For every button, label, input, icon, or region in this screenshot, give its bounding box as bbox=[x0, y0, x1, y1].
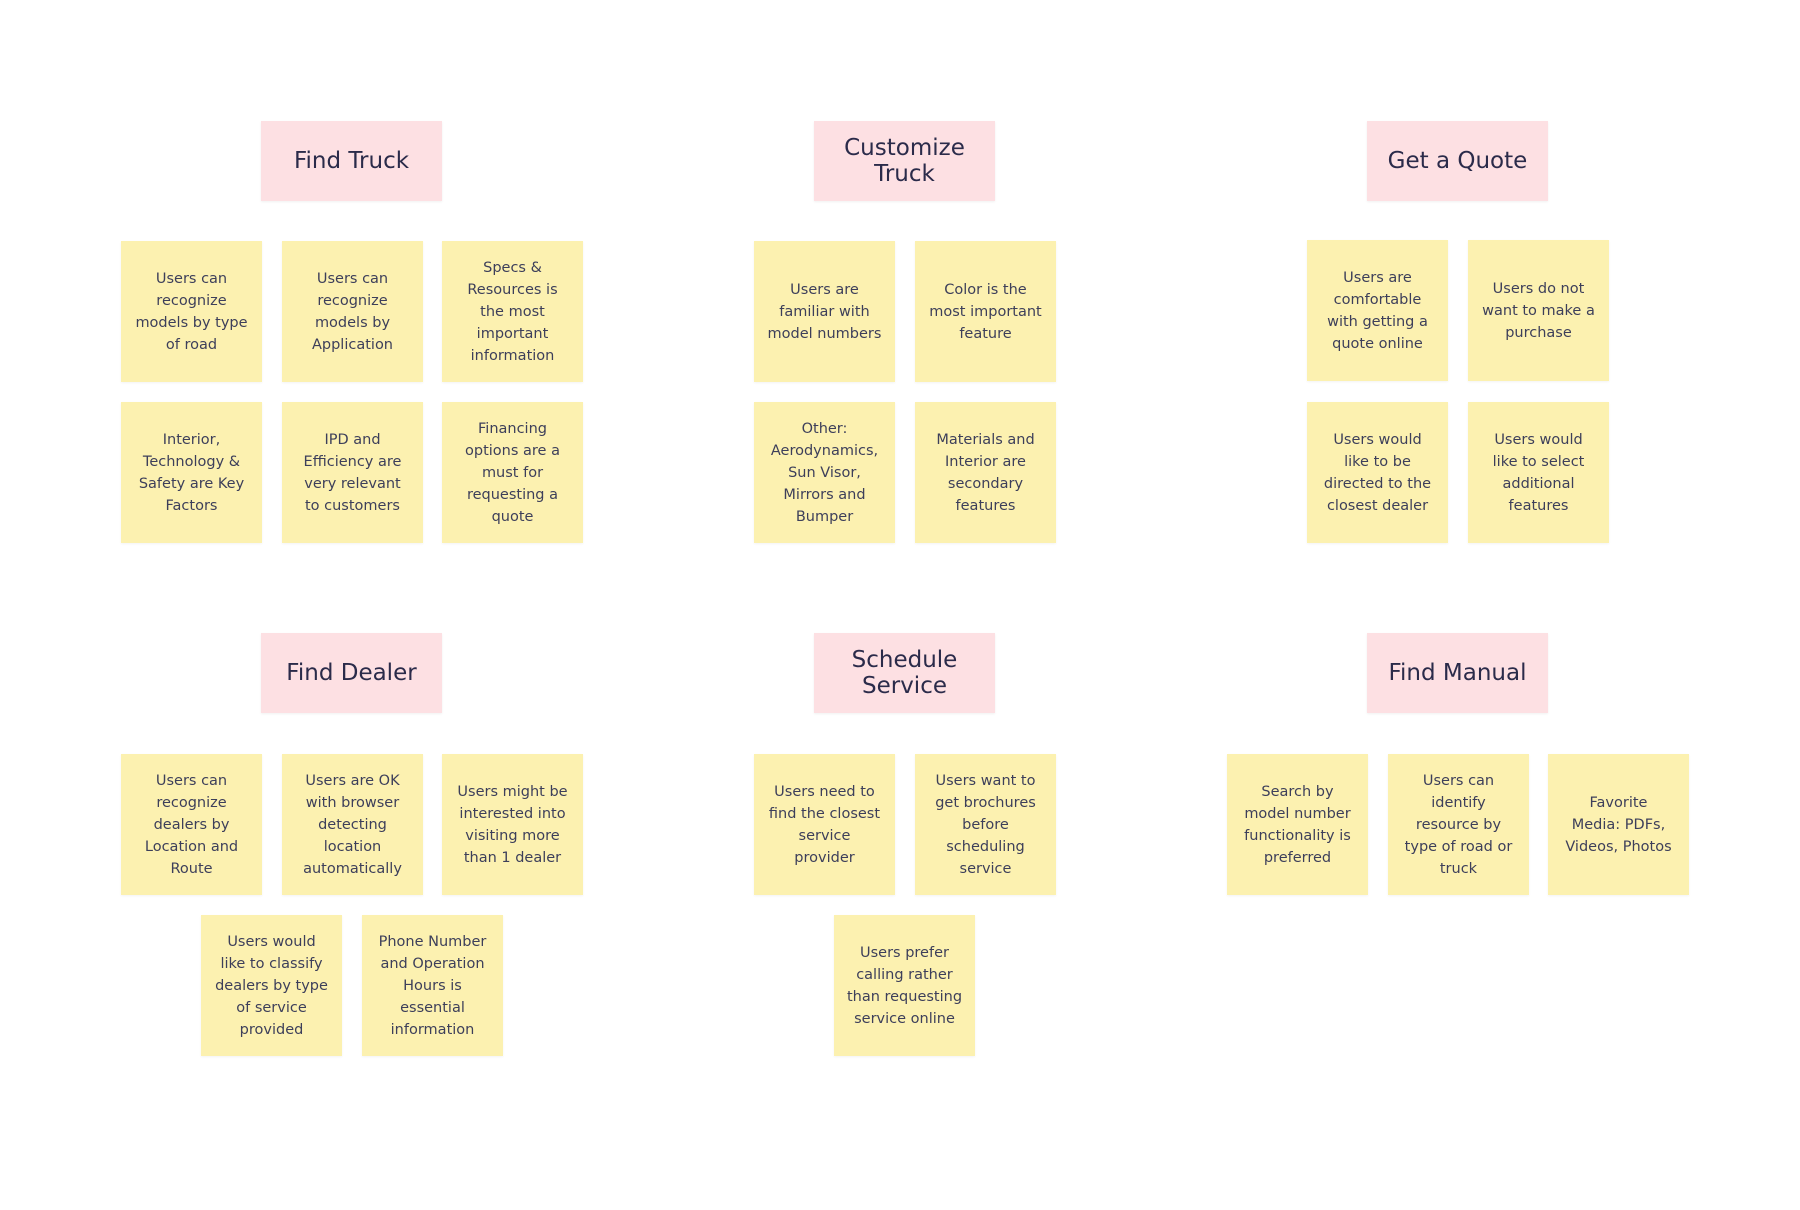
note-customize-truck-1[interactable]: Users are familiar with model numbers bbox=[754, 241, 895, 382]
note-schedule-service-3[interactable]: Users prefer calling rather than request… bbox=[834, 915, 975, 1056]
note-customize-truck-2[interactable]: Color is the most important feature bbox=[915, 241, 1056, 382]
note-find-manual-3[interactable]: Favorite Media: PDFs, Videos, Photos bbox=[1548, 754, 1689, 895]
header-get-a-quote[interactable]: Get a Quote bbox=[1367, 121, 1548, 201]
note-find-truck-5[interactable]: IPD and Efficiency are very relevant to … bbox=[282, 402, 423, 543]
note-get-quote-3[interactable]: Users would like to be directed to the c… bbox=[1307, 402, 1448, 543]
header-find-dealer[interactable]: Find Dealer bbox=[261, 633, 442, 713]
note-find-manual-1[interactable]: Search by model number functionality is … bbox=[1227, 754, 1368, 895]
note-schedule-service-1[interactable]: Users need to find the closest service p… bbox=[754, 754, 895, 895]
note-find-dealer-5[interactable]: Phone Number and Operation Hours is esse… bbox=[362, 915, 503, 1056]
header-schedule-service[interactable]: Schedule Service bbox=[814, 633, 995, 713]
header-customize-truck[interactable]: Customize Truck bbox=[814, 121, 995, 201]
note-find-dealer-1[interactable]: Users can recognize dealers by Location … bbox=[121, 754, 262, 895]
header-find-manual[interactable]: Find Manual bbox=[1367, 633, 1548, 713]
note-get-quote-1[interactable]: Users are comfortable with getting a quo… bbox=[1307, 240, 1448, 381]
note-find-truck-6[interactable]: Financing options are a must for request… bbox=[442, 402, 583, 543]
note-find-dealer-3[interactable]: Users might be interested into visiting … bbox=[442, 754, 583, 895]
note-find-truck-3[interactable]: Specs & Resources is the most important … bbox=[442, 241, 583, 382]
note-customize-truck-3[interactable]: Other: Aerodynamics, Sun Visor, Mirrors … bbox=[754, 402, 895, 543]
header-find-truck[interactable]: Find Truck bbox=[261, 121, 442, 201]
note-find-dealer-4[interactable]: Users would like to classify dealers by … bbox=[201, 915, 342, 1056]
note-schedule-service-2[interactable]: Users want to get brochures before sched… bbox=[915, 754, 1056, 895]
note-find-truck-4[interactable]: Interior, Technology & Safety are Key Fa… bbox=[121, 402, 262, 543]
note-find-dealer-2[interactable]: Users are OK with browser detecting loca… bbox=[282, 754, 423, 895]
note-find-truck-1[interactable]: Users can recognize models by type of ro… bbox=[121, 241, 262, 382]
note-find-manual-2[interactable]: Users can identify resource by type of r… bbox=[1388, 754, 1529, 895]
note-customize-truck-4[interactable]: Materials and Interior are secondary fea… bbox=[915, 402, 1056, 543]
note-get-quote-4[interactable]: Users would like to select additional fe… bbox=[1468, 402, 1609, 543]
note-get-quote-2[interactable]: Users do not want to make a purchase bbox=[1468, 240, 1609, 381]
note-find-truck-2[interactable]: Users can recognize models by Applicatio… bbox=[282, 241, 423, 382]
